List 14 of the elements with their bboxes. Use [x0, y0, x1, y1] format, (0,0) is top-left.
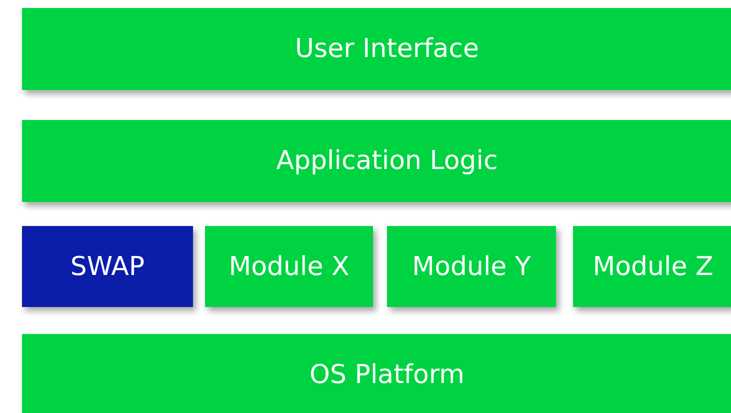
layer-block [387, 226, 556, 307]
block-label: Module X [228, 252, 350, 282]
block-label: Application Logic [276, 146, 498, 176]
block-label: OS Platform [310, 360, 464, 390]
block-label: Module Z [592, 252, 714, 282]
layer-block [22, 8, 731, 90]
layer-block [22, 334, 731, 413]
layer-block [573, 226, 731, 307]
layer-block [205, 226, 373, 307]
block-label: Module Y [412, 252, 531, 282]
layer-block [22, 226, 193, 307]
block-label: SWAP [70, 252, 145, 282]
block-label: User Interface [295, 34, 479, 64]
layer-block [22, 120, 731, 202]
